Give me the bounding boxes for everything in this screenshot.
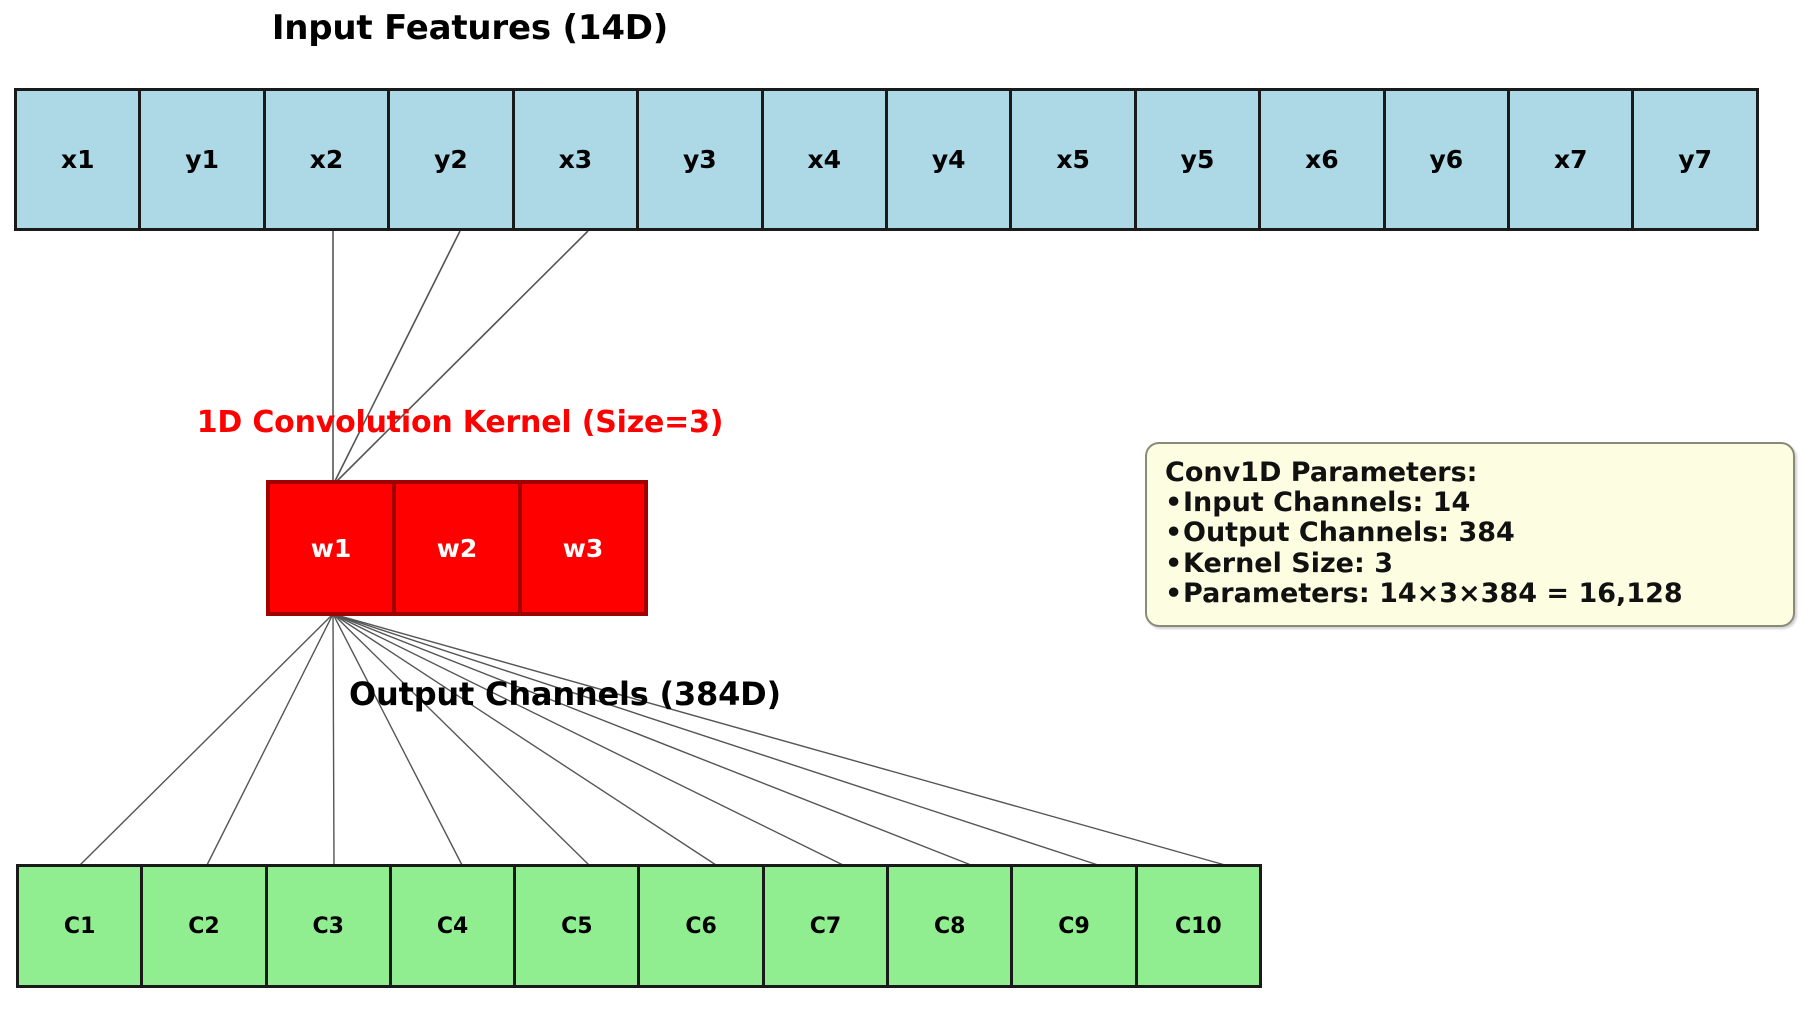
params-item-text: Parameters: 14×3×384 = 16,128 <box>1183 577 1683 609</box>
input-features-strip: x1 y1 x2 y2 x3 y3 x4 y4 x5 y5 x6 y6 x7 y… <box>14 88 1798 231</box>
input-cell: x7 <box>1507 88 1635 231</box>
input-cell: y7 <box>1631 88 1759 231</box>
output-cell: C1 <box>16 864 144 988</box>
kernel-cell: w3 <box>518 480 648 616</box>
output-cell: C6 <box>637 864 765 988</box>
kernel-weights-strip: w1 w2 w3 <box>266 480 656 616</box>
output-cell: C8 <box>886 864 1014 988</box>
input-cell: y5 <box>1133 88 1262 231</box>
params-item-text: Input Channels: 14 <box>1183 487 1471 519</box>
bullet-icon: • <box>1165 547 1183 579</box>
output-cell: C4 <box>388 864 517 988</box>
input-cell: x6 <box>1258 88 1386 231</box>
input-cell: y6 <box>1382 88 1511 231</box>
bullet-icon: • <box>1165 517 1183 549</box>
params-list: •Input Channels: 14 •Output Channels: 38… <box>1165 487 1775 609</box>
kernel-cell: w2 <box>392 480 522 616</box>
output-cell: C5 <box>513 864 641 988</box>
input-cell: x1 <box>14 88 142 231</box>
conv1d-parameters-box: Conv1D Parameters: •Input Channels: 14 •… <box>1145 442 1795 628</box>
input-cell: x2 <box>262 88 391 231</box>
output-cell: C10 <box>1134 864 1262 988</box>
params-heading: Conv1D Parameters: <box>1165 457 1478 488</box>
output-channels-strip: C1 C2 C3 C4 C5 C6 C7 C8 C9 C10 <box>16 864 1289 988</box>
params-list-item: •Parameters: 14×3×384 = 16,128 <box>1165 577 1775 609</box>
params-list-item: •Output Channels: 384 <box>1165 518 1775 548</box>
input-cell: x5 <box>1009 88 1137 231</box>
output-channels-title: Output Channels (384D) <box>349 675 781 713</box>
bullet-icon: • <box>1165 487 1183 519</box>
bullet-icon: • <box>1165 577 1183 609</box>
params-list-item: •Kernel Size: 3 <box>1165 547 1775 579</box>
output-cell: C2 <box>140 864 268 988</box>
input-cell: y2 <box>387 88 515 231</box>
input-features-title: Input Features (14D) <box>271 8 669 48</box>
input-cell: y1 <box>138 88 266 231</box>
kernel-title: 1D Convolution Kernel (Size=3) <box>196 405 724 440</box>
kernel-cell: w1 <box>266 480 396 616</box>
input-cell: x3 <box>511 88 640 231</box>
input-cell: y3 <box>636 88 764 231</box>
input-cell: x4 <box>760 88 888 231</box>
output-cell: C9 <box>1010 864 1138 988</box>
input-cell: y4 <box>884 88 1013 231</box>
params-item-text: Output Channels: 384 <box>1183 517 1515 549</box>
params-list-item: •Input Channels: 14 <box>1165 487 1775 519</box>
output-cell: C7 <box>761 864 890 988</box>
params-item-text: Kernel Size: 3 <box>1183 547 1393 579</box>
output-cell: C3 <box>264 864 392 988</box>
